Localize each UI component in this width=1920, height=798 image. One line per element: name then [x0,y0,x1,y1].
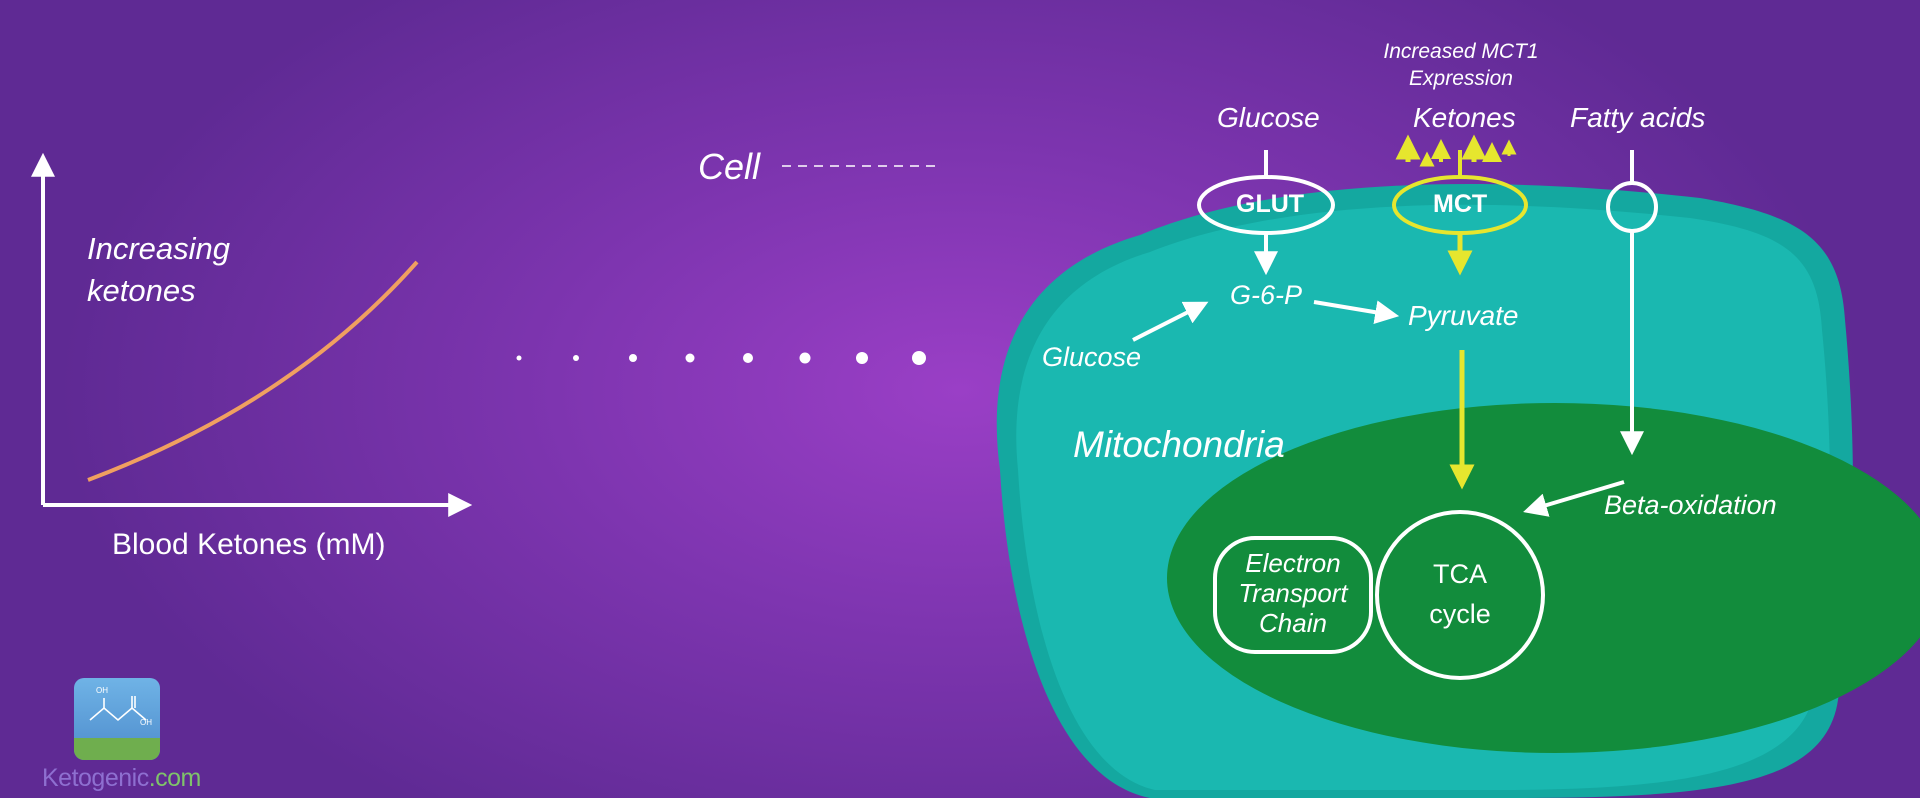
input-fatty-acids-label: Fatty acids [1570,102,1706,133]
etc-label: Electron Transport Chain [1215,548,1371,638]
connector-dot [799,352,811,364]
y-label-line2: ketones [87,273,196,308]
mct1-note: Increased MCT1 Expression [1382,38,1540,92]
ketogenic-logo[interactable]: OH OH [74,678,160,760]
graph-y-label: Increasing ketones [87,228,230,312]
beta-oxidation-label: Beta-oxidation [1604,490,1777,520]
mitochondria [1167,403,1920,753]
internal-glucose-label: Glucose [1042,342,1142,372]
mct1-note-line2: Expression [1409,67,1513,90]
mct1-upregulation-arrows [1395,134,1517,167]
molecule-icon [89,696,147,722]
etc-line3: Chain [1259,608,1327,638]
connector-dot [516,355,522,361]
g6p-to-pyruvate-arrow [1313,300,1400,325]
g6p-label: G-6-P [1230,280,1303,310]
connector-dot [685,353,695,363]
connector-dot [856,352,868,364]
glucose-to-g6p-arrow [1132,301,1209,342]
mitochondria-label: Mitochondria [1073,424,1285,465]
logo-band [74,738,160,760]
logo-text-suffix: .com [148,764,202,792]
connector-dot [743,353,753,363]
connector-dot [629,354,637,362]
tca-circle [1375,510,1545,680]
tca-line2: cycle [1429,599,1491,629]
graph-x-label: Blood Ketones (mM) [112,528,386,561]
tca-label: TCA cycle [1390,554,1530,634]
ketone-graph [31,152,473,517]
input-glucose-label: Glucose [1217,102,1320,133]
logo-wordmark[interactable]: Ketogenic.com [42,764,201,793]
y-label-line1: Increasing [87,231,231,266]
mct-label: MCT [1433,190,1488,218]
logo-text-main: Ketogenic [42,764,149,792]
beta-to-tca-arrow [1523,480,1625,517]
pyruvate-label: Pyruvate [1408,300,1519,331]
connector-dot [912,351,926,365]
glut-label: GLUT [1236,190,1305,218]
dot-connector [516,351,926,365]
ketone-curve [87,260,419,482]
etc-line2: Transport [1238,578,1348,608]
etc-box [1213,536,1373,654]
connector-dot [573,355,579,361]
etc-line1: Electron [1245,548,1341,578]
oh-left-label: OH [96,686,108,695]
cell-label: Cell [698,146,761,187]
mct1-note-line1: Increased MCT1 [1383,40,1539,63]
input-ketones-label: Ketones [1413,102,1516,133]
tca-line1: TCA [1433,559,1487,589]
